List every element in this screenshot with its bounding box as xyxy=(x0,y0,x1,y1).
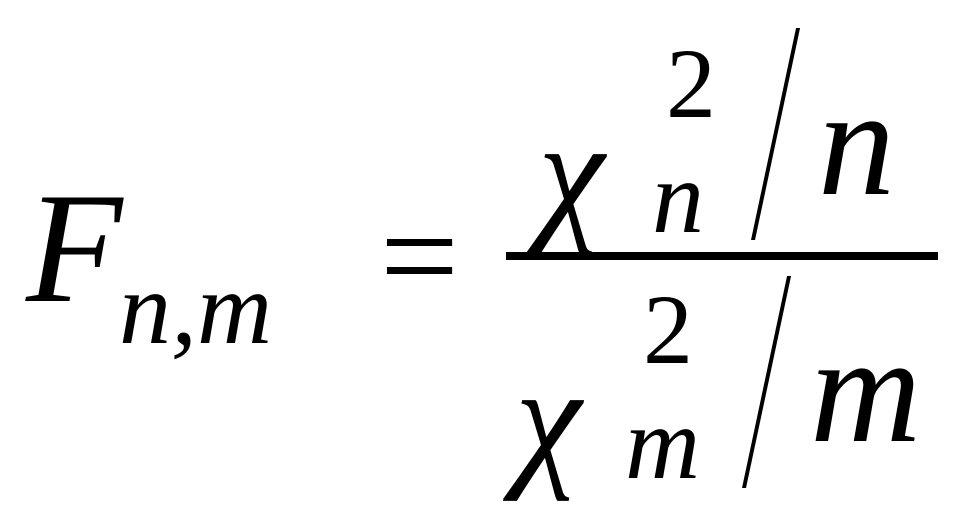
lhs-subscript: n,m xyxy=(119,251,273,366)
numerator-subscript: n xyxy=(652,140,704,255)
numerator-divisor: n xyxy=(818,58,895,228)
denominator-slash xyxy=(742,276,792,488)
denominator-superscript: 2 xyxy=(643,274,693,385)
fraction-bar xyxy=(506,252,938,260)
equals-sign: = xyxy=(380,179,459,334)
lhs-symbol: F xyxy=(26,161,123,336)
denominator-subscript: m xyxy=(625,386,701,501)
numerator-slash xyxy=(751,28,801,240)
denominator-chi: χ xyxy=(515,336,581,502)
numerator-chi: χ xyxy=(538,90,604,256)
numerator-superscript: 2 xyxy=(666,28,716,139)
denominator-divisor: m xyxy=(810,305,922,475)
